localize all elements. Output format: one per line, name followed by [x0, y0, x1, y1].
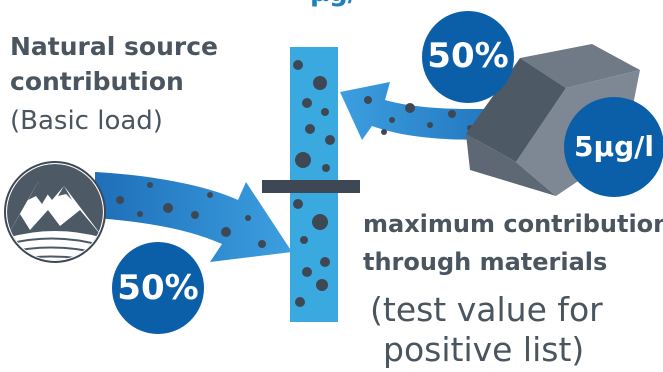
- materials-subtitle-line1: (test value for: [370, 290, 603, 329]
- materials-percent-label: 50%: [427, 36, 509, 76]
- pipe-crossbar: [262, 180, 360, 193]
- materials-subtitle-line2: positive list): [383, 330, 585, 369]
- natural-source-title-line2: contribution: [10, 67, 184, 96]
- concentration-label: 5µg/l: [574, 130, 654, 163]
- left-arrow-particles: [116, 182, 266, 248]
- bottom-percent-circle: [112, 242, 204, 334]
- cut-off-top-label: µg/: [310, 0, 357, 8]
- top-percent-circle: [422, 11, 514, 103]
- concentration-circle: [564, 97, 663, 197]
- mountain-landscape-icon: [4, 161, 106, 263]
- right-arrow-particles: [364, 96, 473, 135]
- natural-source-percent-label: 50%: [117, 268, 199, 308]
- natural-source-title-line1: Natural source: [10, 32, 218, 61]
- pipe-particles: [293, 60, 335, 307]
- materials-title-line1: maximum contribution: [363, 210, 663, 238]
- natural-source-subtitle: (Basic load): [10, 106, 163, 136]
- materials-title-line2: through materials: [363, 248, 608, 276]
